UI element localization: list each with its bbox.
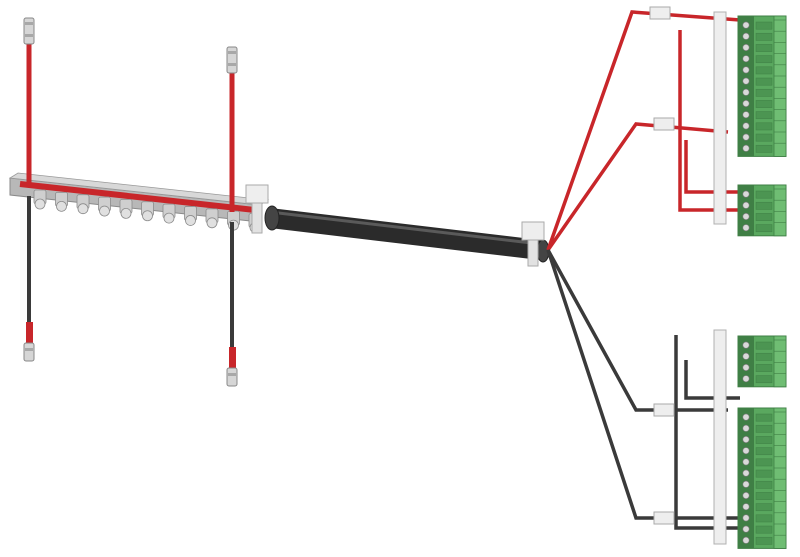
busbar-tooth [119,198,133,219]
mounting-strips [649,6,727,545]
red-wire-d [684,140,740,194]
terminal-pole [742,131,786,142]
terminal-pole [742,109,786,120]
terminal-pole [742,512,786,523]
terminal-pole [742,411,786,422]
cable-sheath-highlight [269,210,541,246]
ferrule-icon [23,17,35,45]
terminal-pole [742,339,786,350]
fanout-red-wires [546,10,741,252]
terminal-pole [742,98,786,108]
terminal-block-icon [737,184,787,237]
terminal-blocks [737,15,787,549]
terminal-pole [742,19,786,30]
left-drop-wires [26,40,236,369]
busbar-teeth [33,189,262,233]
terminal-pole [742,211,786,221]
terminal-pole [742,42,786,52]
cable-sheath [268,208,542,260]
terminal-pole [742,445,786,456]
busbar-tooth [141,201,154,222]
red-wire-a [546,10,741,251]
fanout-black-wires [546,249,740,530]
busbar-tooth [98,196,111,217]
terminal-pole [742,188,786,199]
main-cable [245,184,550,267]
black-wire-a [546,249,728,412]
ferrule-icon [226,46,238,74]
busbar-rail [8,172,270,233]
strip-clip [649,6,671,20]
terminal-pole [742,86,786,97]
terminal-pole [742,373,786,384]
terminal-pole [742,478,786,489]
terminal-pole [742,467,786,478]
ferrule-icon [23,342,35,362]
terminal-pole [742,75,786,86]
red-wire-c [678,30,740,212]
busbar-tooth [55,191,68,212]
black-wire-b [546,249,740,520]
strip-clip [653,511,675,525]
terminal-pole [742,222,786,233]
cable-clip-icon [521,221,545,267]
strip-clip [653,117,675,131]
mounting-strip-upper [713,11,727,225]
terminal-pole [742,422,786,433]
ferrules [23,17,238,387]
mounting-strip-lower [713,329,727,545]
busbar-tooth [76,194,90,215]
terminal-pole [742,53,786,64]
terminal-pole [742,434,786,444]
cable-clip-icon [245,184,269,234]
busbar-tooth [184,206,197,226]
terminal-pole [742,199,786,210]
terminal-pole [742,120,786,131]
sleeve-red-2 [229,347,236,369]
terminal-pole [742,456,786,467]
busbar-red-core [19,181,256,213]
terminal-block-icon [737,15,787,157]
cable-end-left [264,205,280,231]
busbar-tooth [33,189,47,210]
sleeve-red-1 [26,322,33,344]
terminal-block-icon [737,335,787,388]
terminal-pole [742,350,786,361]
red-wire-b [546,122,729,252]
ferrule-icon [226,367,238,387]
terminal-block-icon [737,407,787,549]
terminal-pole [742,490,786,500]
busbar-tooth [162,203,176,224]
terminal-pole [742,362,786,372]
terminal-pole [742,142,786,153]
terminal-pole [742,534,786,545]
terminal-pole [742,523,786,534]
black-wire-d [684,360,740,400]
terminal-pole [742,64,786,75]
terminal-pole [742,501,786,512]
strip-clip [653,403,675,417]
busbar-tooth [205,208,219,229]
terminal-pole [742,30,786,41]
